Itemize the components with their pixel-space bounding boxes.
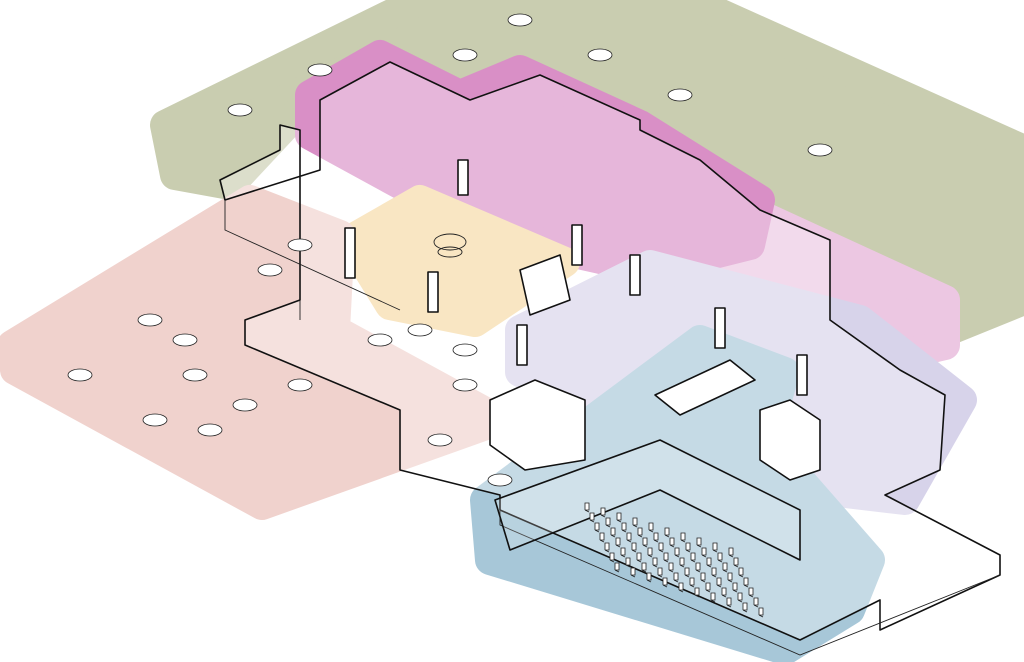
seat bbox=[737, 592, 743, 603]
seat bbox=[738, 567, 744, 578]
table bbox=[232, 398, 258, 412]
auditorium-seating bbox=[584, 502, 764, 618]
seat bbox=[662, 577, 668, 588]
seat bbox=[742, 602, 748, 613]
table bbox=[367, 333, 393, 347]
seat bbox=[615, 537, 621, 548]
seat bbox=[626, 532, 632, 543]
seat bbox=[701, 547, 707, 558]
seat bbox=[604, 542, 610, 553]
seat bbox=[616, 512, 622, 523]
seat bbox=[684, 567, 690, 578]
seat bbox=[663, 552, 669, 563]
table bbox=[67, 368, 93, 382]
seat bbox=[632, 517, 638, 528]
table bbox=[587, 48, 613, 62]
seat bbox=[758, 607, 764, 618]
table bbox=[257, 263, 283, 277]
seat bbox=[658, 542, 664, 553]
seat bbox=[600, 507, 606, 518]
table bbox=[307, 63, 333, 77]
seat bbox=[621, 522, 627, 533]
table bbox=[507, 13, 533, 27]
seat bbox=[674, 547, 680, 558]
seat bbox=[700, 572, 706, 583]
seat bbox=[669, 537, 675, 548]
seat bbox=[710, 592, 716, 603]
seat bbox=[636, 552, 642, 563]
table bbox=[407, 323, 433, 337]
seat bbox=[594, 522, 600, 533]
furniture bbox=[67, 13, 833, 487]
seat bbox=[685, 542, 691, 553]
seat bbox=[599, 532, 605, 543]
seat bbox=[589, 512, 595, 523]
seat bbox=[631, 542, 637, 553]
seat bbox=[584, 502, 590, 513]
building-walls bbox=[219, 61, 1001, 656]
seat bbox=[705, 582, 711, 593]
seat bbox=[732, 582, 738, 593]
table bbox=[287, 378, 313, 392]
seat bbox=[648, 522, 654, 533]
seat bbox=[717, 552, 723, 563]
seat bbox=[711, 567, 717, 578]
seat bbox=[673, 572, 679, 583]
seat bbox=[726, 597, 732, 608]
seat bbox=[625, 557, 631, 568]
seat bbox=[653, 532, 659, 543]
seat bbox=[716, 577, 722, 588]
seat bbox=[641, 562, 647, 573]
seat bbox=[630, 567, 636, 578]
seat bbox=[642, 537, 648, 548]
table bbox=[287, 238, 313, 252]
seat bbox=[680, 532, 686, 543]
seat bbox=[610, 527, 616, 538]
seat bbox=[748, 587, 754, 598]
seat bbox=[694, 587, 700, 598]
seat bbox=[743, 577, 749, 588]
seat bbox=[690, 552, 696, 563]
seat bbox=[727, 572, 733, 583]
table bbox=[427, 433, 453, 447]
table bbox=[452, 343, 478, 357]
seat bbox=[689, 577, 695, 588]
seat bbox=[712, 542, 718, 553]
table bbox=[227, 103, 253, 117]
table bbox=[137, 313, 163, 327]
seat bbox=[721, 587, 727, 598]
table bbox=[197, 423, 223, 437]
table bbox=[172, 333, 198, 347]
table bbox=[667, 88, 693, 102]
seat bbox=[679, 557, 685, 568]
seat bbox=[605, 517, 611, 528]
seat bbox=[696, 537, 702, 548]
seat bbox=[657, 567, 663, 578]
zone-dining bbox=[0, 185, 515, 520]
seat bbox=[609, 552, 615, 563]
seat bbox=[733, 557, 739, 568]
seat bbox=[722, 562, 728, 573]
table bbox=[807, 143, 833, 157]
seat bbox=[620, 547, 626, 558]
seat bbox=[646, 572, 652, 583]
seat bbox=[664, 527, 670, 538]
seat bbox=[728, 547, 734, 558]
seat bbox=[614, 562, 620, 573]
seat bbox=[668, 562, 674, 573]
seat bbox=[637, 527, 643, 538]
seat bbox=[652, 557, 658, 568]
table bbox=[452, 378, 478, 392]
table bbox=[452, 48, 478, 62]
seat bbox=[753, 597, 759, 608]
seat bbox=[678, 582, 684, 593]
seat bbox=[647, 547, 653, 558]
seat bbox=[706, 557, 712, 568]
table bbox=[142, 413, 168, 427]
zone-auditorium bbox=[470, 325, 885, 662]
seat bbox=[695, 562, 701, 573]
table bbox=[182, 368, 208, 382]
table bbox=[487, 473, 513, 487]
zone-lobby bbox=[335, 185, 580, 337]
